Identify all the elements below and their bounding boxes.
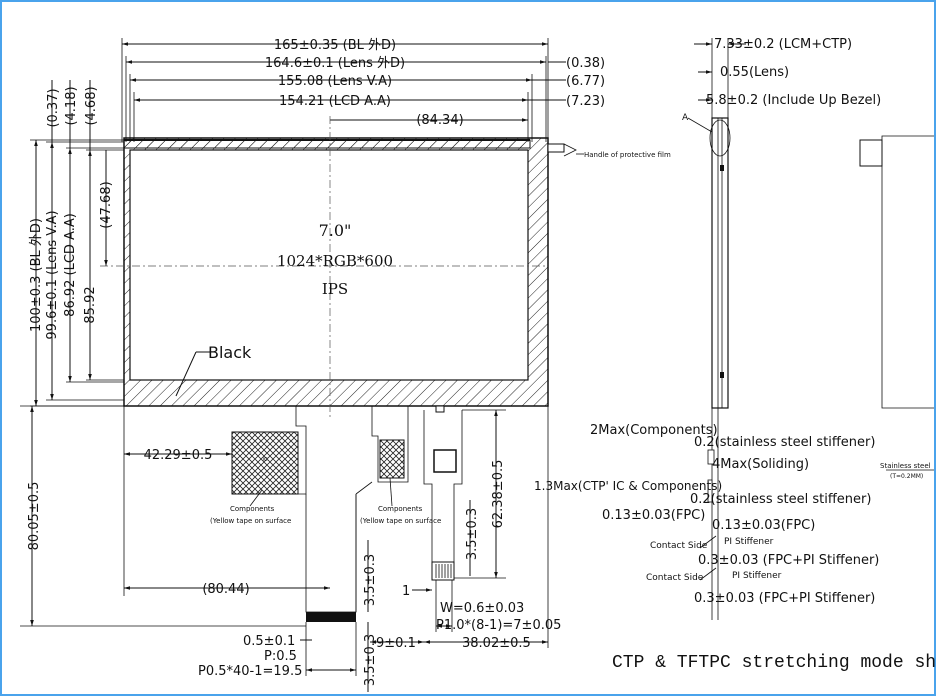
dim-p-total: P0.5*40-1=19.5 bbox=[198, 664, 302, 679]
dim-pin-1: 1 bbox=[402, 584, 410, 599]
dim-offset-r2: (6.77) bbox=[566, 74, 605, 89]
dim-fpc-len: 62.38±0.5 bbox=[491, 460, 506, 529]
side-lens: 0.55(Lens) bbox=[720, 65, 789, 80]
fpc-area: IC 42.29±0.5 Components (Yellow tape on … bbox=[20, 405, 561, 692]
dim-tail-c: 3.5±0.3 bbox=[363, 634, 378, 686]
dim-tail-a: 3.5±0.3 bbox=[465, 508, 480, 560]
side-comp-max: 2Max(Components) bbox=[590, 423, 718, 438]
dim-center-x: (80.44) bbox=[202, 582, 249, 597]
side-stiff-1: 0.2(stainless steel stiffener) bbox=[694, 435, 875, 450]
side-fpc-pi-2: 0.3±0.03 (FPC+PI Stiffener) bbox=[694, 591, 875, 606]
side-contact-2: Contact Side bbox=[646, 573, 704, 583]
detail-a: A bbox=[682, 113, 689, 123]
components-label-2: Components bbox=[378, 505, 423, 513]
dim-lens-h: 99.6±0.1 (Lens V.A) bbox=[45, 210, 60, 339]
dim-pin-pitch: P1.0*(8-1)=7±0.05 bbox=[436, 618, 561, 633]
dim-offset-r1: (0.38) bbox=[566, 56, 605, 71]
dim-center-h: (84.34) bbox=[416, 113, 463, 128]
dim-offset-r3: (7.23) bbox=[566, 94, 605, 109]
top-dimensions: 165±0.35 (BL 外D) 164.6±0.1 (Lens 外D) 155… bbox=[121, 38, 605, 142]
stainless-sub: (T=0.2MM) bbox=[890, 473, 923, 480]
side-fpc-1: 0.13±0.03(FPC) bbox=[602, 508, 705, 523]
dim-p-pitch: P:0.5 bbox=[264, 649, 297, 664]
black-label: Black bbox=[208, 343, 252, 362]
side-fpc-pi-1: 0.3±0.03 (FPC+PI Stiffener) bbox=[698, 553, 879, 568]
dim-p05: 0.5±0.1 bbox=[243, 634, 295, 649]
dim-bl-h: 100±0.3 (BL 外D) bbox=[29, 218, 44, 332]
panel-resolution: 1024*RGB*600 bbox=[277, 252, 393, 270]
side-ctp-ic: 1.3Max(CTP' IC & Components) bbox=[534, 479, 722, 493]
dim-offset-l2: (4.18) bbox=[64, 86, 79, 125]
side-lcm-ctp: 7.33±0.2 (LCM+CTP) bbox=[714, 37, 852, 52]
dim-center-v: (47.68) bbox=[99, 181, 114, 228]
dim-offset-l1: (0.37) bbox=[46, 88, 61, 127]
ic-label: IC bbox=[263, 457, 268, 463]
dim-w38: 38.02±0.5 bbox=[462, 636, 531, 651]
dim-fpc-offset: 42.29±0.5 bbox=[144, 448, 213, 463]
dim-total-h: 80.05±0.5 bbox=[27, 482, 42, 551]
panel-type: IPS bbox=[322, 280, 348, 298]
yellow-tape-1: (Yellow tape on surface bbox=[210, 517, 291, 525]
dim-lcd-aa-h: 85.92 bbox=[83, 286, 98, 323]
yellow-tape-2: (Yellow tape on surface bbox=[360, 517, 441, 525]
handle-label: Handle of protective film bbox=[584, 151, 671, 159]
dim-lens-va-h: 86.92 (LCD A.A) bbox=[63, 213, 78, 317]
lcd-panel: 7.0" 1024*RGB*600 IPS Black Handle of pr… bbox=[100, 116, 671, 420]
dim-lens-va: 155.08 (Lens V.A) bbox=[278, 74, 392, 89]
side-stiff-2: 0.2(stainless steel stiffener) bbox=[690, 492, 871, 507]
dim-offset-l3: (4.68) bbox=[84, 86, 99, 125]
dim-bl-od: 165±0.35 (BL 外D) bbox=[274, 38, 396, 53]
components-label-1: Components bbox=[230, 505, 275, 513]
side-pi-2: PI Stiffener bbox=[732, 571, 782, 581]
panel-size: 7.0" bbox=[319, 221, 352, 240]
dim-pin-w: W=0.6±0.03 bbox=[440, 601, 524, 616]
side-solid-max: 4Max(Soliding) bbox=[712, 457, 809, 472]
dim-lcd-aa: 154.21 (LCD A.A) bbox=[279, 94, 391, 109]
dim-w9: 9±0.1 bbox=[376, 636, 416, 651]
side-fpc-2: 0.13±0.03(FPC) bbox=[712, 518, 815, 533]
caption: CTP & TFTPC stretching mode shipment bbox=[612, 653, 936, 673]
side-pi-1: PI Stiffener bbox=[724, 537, 774, 547]
dim-lens-od: 164.6±0.1 (Lens 外D) bbox=[265, 56, 405, 71]
side-bezel: 5.8±0.2 (Include Up Bezel) bbox=[706, 93, 881, 108]
side-contact-1: Contact Side bbox=[650, 541, 708, 551]
left-dimensions: (0.37) (4.18) (4.68) 100±0.3 (BL 外D) 99.… bbox=[29, 80, 124, 407]
dim-tail-b: 3.5±0.3 bbox=[363, 554, 378, 606]
side-view: A 7.33±0.2 (LCM+CTP) 0.55(Lens) 5.8±0.2 … bbox=[534, 37, 934, 620]
stainless-label: Stainless steel bbox=[880, 462, 931, 470]
